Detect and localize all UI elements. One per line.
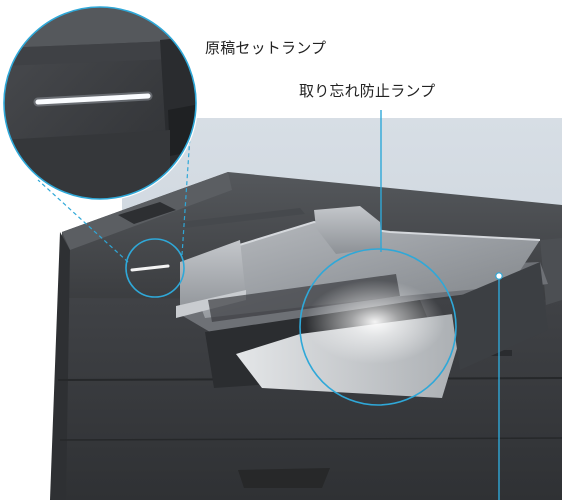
original-set-lamp [130, 264, 170, 272]
leader-dashed-left [37, 179, 129, 263]
leader-endpoint-dot [495, 272, 503, 280]
forget-prevention-lamp-glow [305, 280, 445, 364]
original-set-lamp-label: 原稿セットランプ [205, 39, 327, 57]
highlight-circle-icon [125, 238, 185, 298]
leader-dashed-right [181, 135, 191, 256]
forget-prevention-lamp-label: 取り忘れ防止ランプ [299, 82, 436, 100]
highlight-circle-icon [299, 248, 457, 406]
